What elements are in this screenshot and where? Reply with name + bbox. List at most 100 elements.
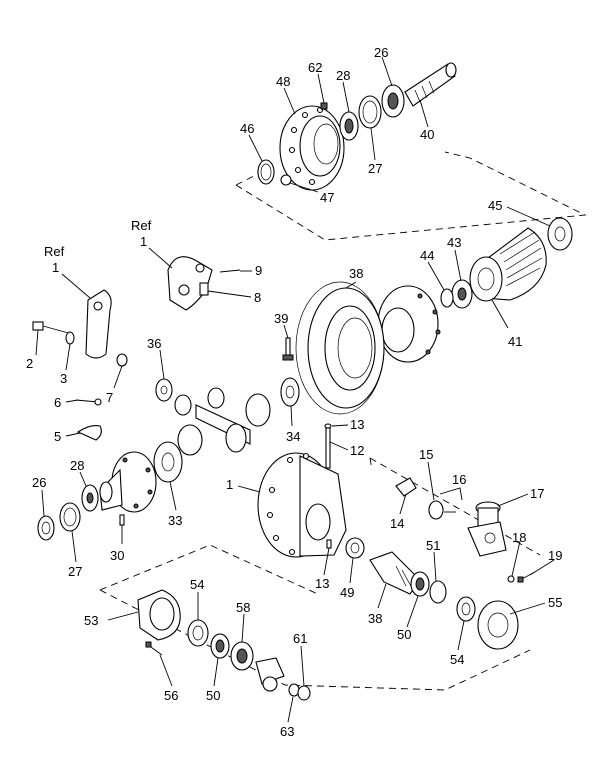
callout-55: 55	[548, 595, 562, 610]
callout-54-left: 54	[190, 577, 204, 592]
thrust-washer-34	[280, 377, 300, 407]
callout-1-housing: 1	[226, 477, 233, 492]
callout-27-top: 27	[368, 161, 382, 176]
callout-56: 56	[164, 688, 178, 703]
cotter-pin-9	[219, 269, 241, 273]
spacer-54-right	[456, 596, 476, 622]
callout-16: 16	[452, 472, 466, 487]
adjusting-nut-26	[37, 515, 55, 541]
callout-43: 43	[447, 235, 461, 250]
bearing-cup-27-left	[59, 502, 81, 532]
callout-53: 53	[84, 613, 98, 628]
diaphragm-15	[428, 500, 444, 520]
washer-63	[288, 683, 300, 697]
callout-9: 9	[255, 263, 262, 278]
plug-7	[116, 353, 128, 367]
callout-labels: 62 26 48 28 46 40 27 47 45 43 44 Ref 1 9…	[26, 45, 562, 739]
bearing-carrier-flange	[279, 105, 345, 191]
callout-50-left: 50	[206, 688, 220, 703]
ring-gear-38	[295, 281, 385, 415]
callout-13-upper: 13	[350, 417, 364, 432]
spider-gear-assembly	[174, 387, 271, 456]
shift-fork-14	[395, 477, 417, 497]
callout-33: 33	[168, 513, 182, 528]
lock-5	[76, 425, 102, 441]
callout-38-pinion: 38	[368, 611, 382, 626]
callout-61: 61	[293, 631, 307, 646]
callout-62: 62	[308, 60, 322, 75]
snap-ring	[257, 159, 275, 185]
yoke-flange	[255, 657, 285, 692]
callout-3: 3	[60, 371, 67, 386]
callout-2: 2	[26, 356, 33, 371]
plug-47	[280, 174, 292, 186]
differential-carrier-housing	[257, 452, 347, 558]
cover-55	[477, 600, 519, 650]
callout-41: 41	[508, 334, 522, 349]
callout-50-right: 50	[397, 627, 411, 642]
callout-1-left: 1	[52, 260, 59, 275]
callout-7: 7	[106, 390, 113, 405]
callout-15: 15	[419, 447, 433, 462]
differential-case-half	[377, 285, 441, 363]
washer-3	[65, 331, 75, 345]
callout-28-left: 28	[70, 458, 84, 473]
input-shaft-group-outline	[99, 457, 541, 691]
callout-14: 14	[390, 516, 404, 531]
bearing-cap-left-ref	[85, 289, 112, 359]
callout-26-top: 26	[374, 45, 388, 60]
callout-1-upper: 1	[140, 234, 147, 249]
bearing-50-upper	[410, 571, 430, 597]
callout-5: 5	[54, 429, 61, 444]
callout-27-left: 27	[68, 564, 82, 579]
callout-46: 46	[240, 121, 254, 136]
callout-38-ring: 38	[349, 266, 363, 281]
shift-rod-12	[324, 423, 332, 469]
callout-ref-left: Ref	[44, 244, 65, 259]
bolt-56	[145, 641, 163, 656]
bearing-cup-51	[429, 580, 447, 604]
thrust-washer-33	[153, 441, 183, 483]
washer-18	[507, 575, 515, 583]
thrust-washer-36	[155, 378, 173, 402]
seal-58	[230, 641, 254, 671]
callout-39: 39	[274, 311, 288, 326]
callout-40: 40	[420, 127, 434, 142]
pinion-gear-43	[451, 279, 473, 309]
callout-44: 44	[420, 248, 434, 263]
lock-plate-8	[199, 282, 209, 296]
bearing-50-lower	[210, 633, 230, 659]
seal-49	[345, 537, 365, 559]
callout-45: 45	[488, 198, 502, 213]
bearing-cup-27	[358, 95, 382, 129]
callout-51: 51	[426, 538, 440, 553]
callout-28-top: 28	[336, 68, 350, 83]
callout-8: 8	[254, 290, 261, 305]
differential-case-left	[99, 451, 157, 513]
callout-58: 58	[236, 600, 250, 615]
bearing-cage-53	[137, 589, 181, 641]
air-actuator-17	[467, 501, 507, 557]
bearing-cone-28	[339, 111, 359, 141]
callout-36: 36	[147, 336, 161, 351]
callout-13-lower: 13	[315, 576, 329, 591]
bearing-cone-28-left	[81, 484, 99, 512]
washer-44	[440, 288, 454, 308]
splined-shaft-40	[404, 62, 457, 107]
callout-19: 19	[548, 548, 562, 563]
callout-17: 17	[530, 486, 544, 501]
callout-34: 34	[286, 429, 300, 444]
cap-bolt-2	[32, 321, 73, 335]
bolt-30	[119, 514, 125, 526]
bearing-26	[381, 84, 405, 118]
bearing-cup-54-left	[187, 619, 209, 647]
callout-54-right: 54	[450, 652, 464, 667]
callout-48: 48	[276, 74, 290, 89]
bolt-39	[282, 337, 294, 361]
callout-49: 49	[340, 585, 354, 600]
bolt-62	[320, 102, 328, 110]
nut-61	[297, 685, 311, 701]
plug-13-lower	[326, 539, 332, 549]
callout-18: 18	[512, 530, 526, 545]
